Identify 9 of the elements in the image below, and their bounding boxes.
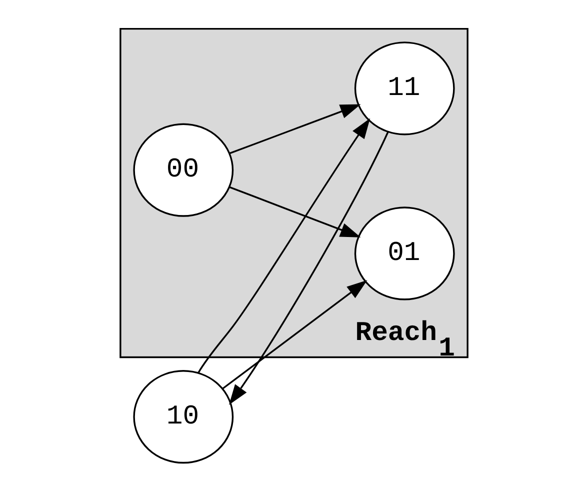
arrow	[228, 132, 389, 405]
arrow	[229, 186, 361, 238]
node-circle: 10	[133, 370, 234, 464]
arrow	[222, 280, 368, 390]
node-circle: 01	[354, 206, 455, 300]
node-circle: 11	[354, 42, 455, 136]
arrow	[198, 118, 370, 374]
node-circle: 00	[133, 123, 234, 217]
arrow	[229, 104, 361, 154]
